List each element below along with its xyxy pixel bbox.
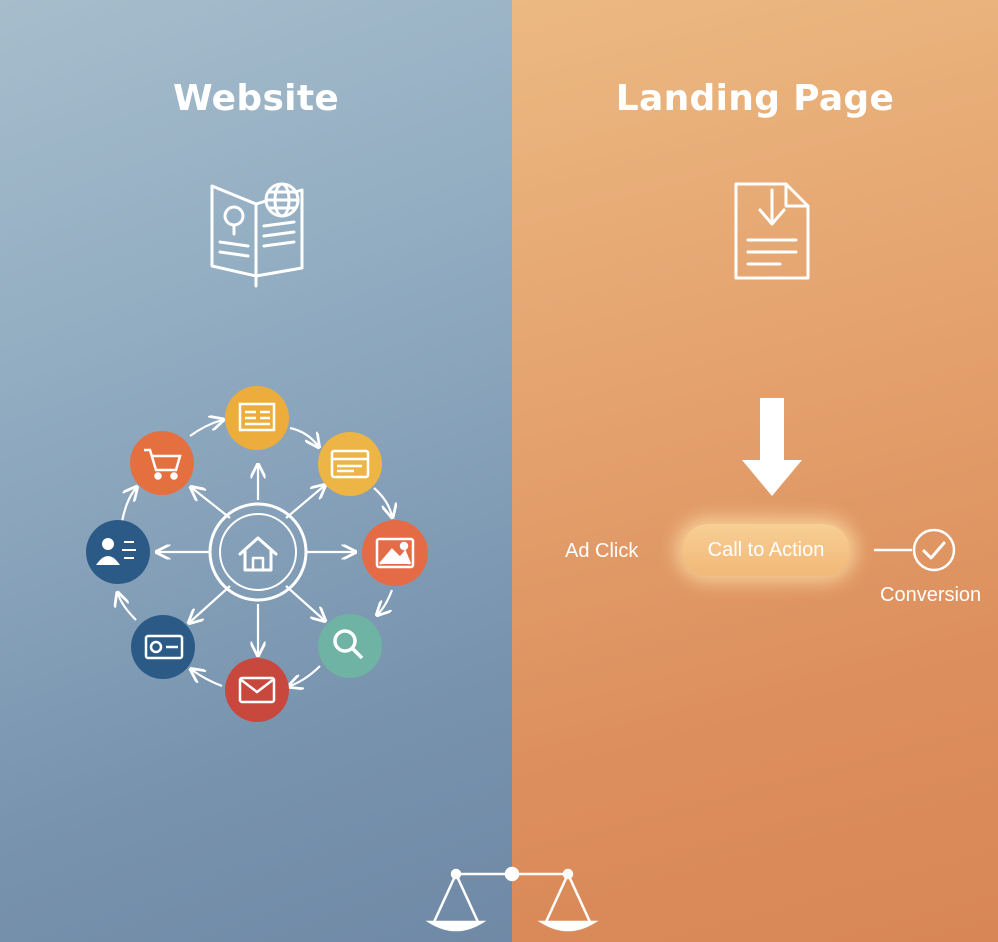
- browser-node: [318, 432, 382, 496]
- team-node: [86, 520, 150, 584]
- team-icon: [96, 538, 136, 565]
- website-network-diagram: [86, 386, 428, 722]
- shopping-cart-icon: [144, 448, 182, 480]
- open-book-globe-icon: [210, 182, 304, 288]
- conversion-label: Conversion: [880, 584, 982, 606]
- down-arrow-icon: [742, 398, 802, 496]
- email-node: [225, 658, 289, 722]
- browser-window-icon: [330, 449, 370, 479]
- ring-arrows: [118, 420, 392, 686]
- landing-page-title: Landing Page: [615, 78, 895, 119]
- website-title: Website: [172, 78, 340, 119]
- landing-page-panel: Landing Page Ad Click Call to Action Con…: [512, 0, 998, 942]
- search-node: [318, 614, 382, 678]
- email-icon: [238, 676, 276, 704]
- article-icon: [238, 402, 276, 432]
- conversion-check-icon: [874, 528, 956, 572]
- card-node: [131, 615, 195, 679]
- id-card-icon: [144, 634, 184, 660]
- search-icon: [333, 629, 364, 660]
- cart-node: [130, 431, 194, 495]
- image-node: [362, 520, 428, 586]
- hub-spokes: [158, 466, 354, 654]
- balance-scale-icon: [425, 866, 599, 932]
- article-node: [225, 386, 289, 450]
- image-icon: [375, 537, 415, 569]
- call-to-action-button[interactable]: Call to Action: [682, 524, 850, 576]
- website-panel: Website: [0, 0, 512, 942]
- home-icon: [238, 536, 278, 572]
- ad-click-label: Ad Click: [565, 540, 639, 562]
- hub-node: [208, 502, 308, 602]
- document-download-icon: [734, 182, 810, 280]
